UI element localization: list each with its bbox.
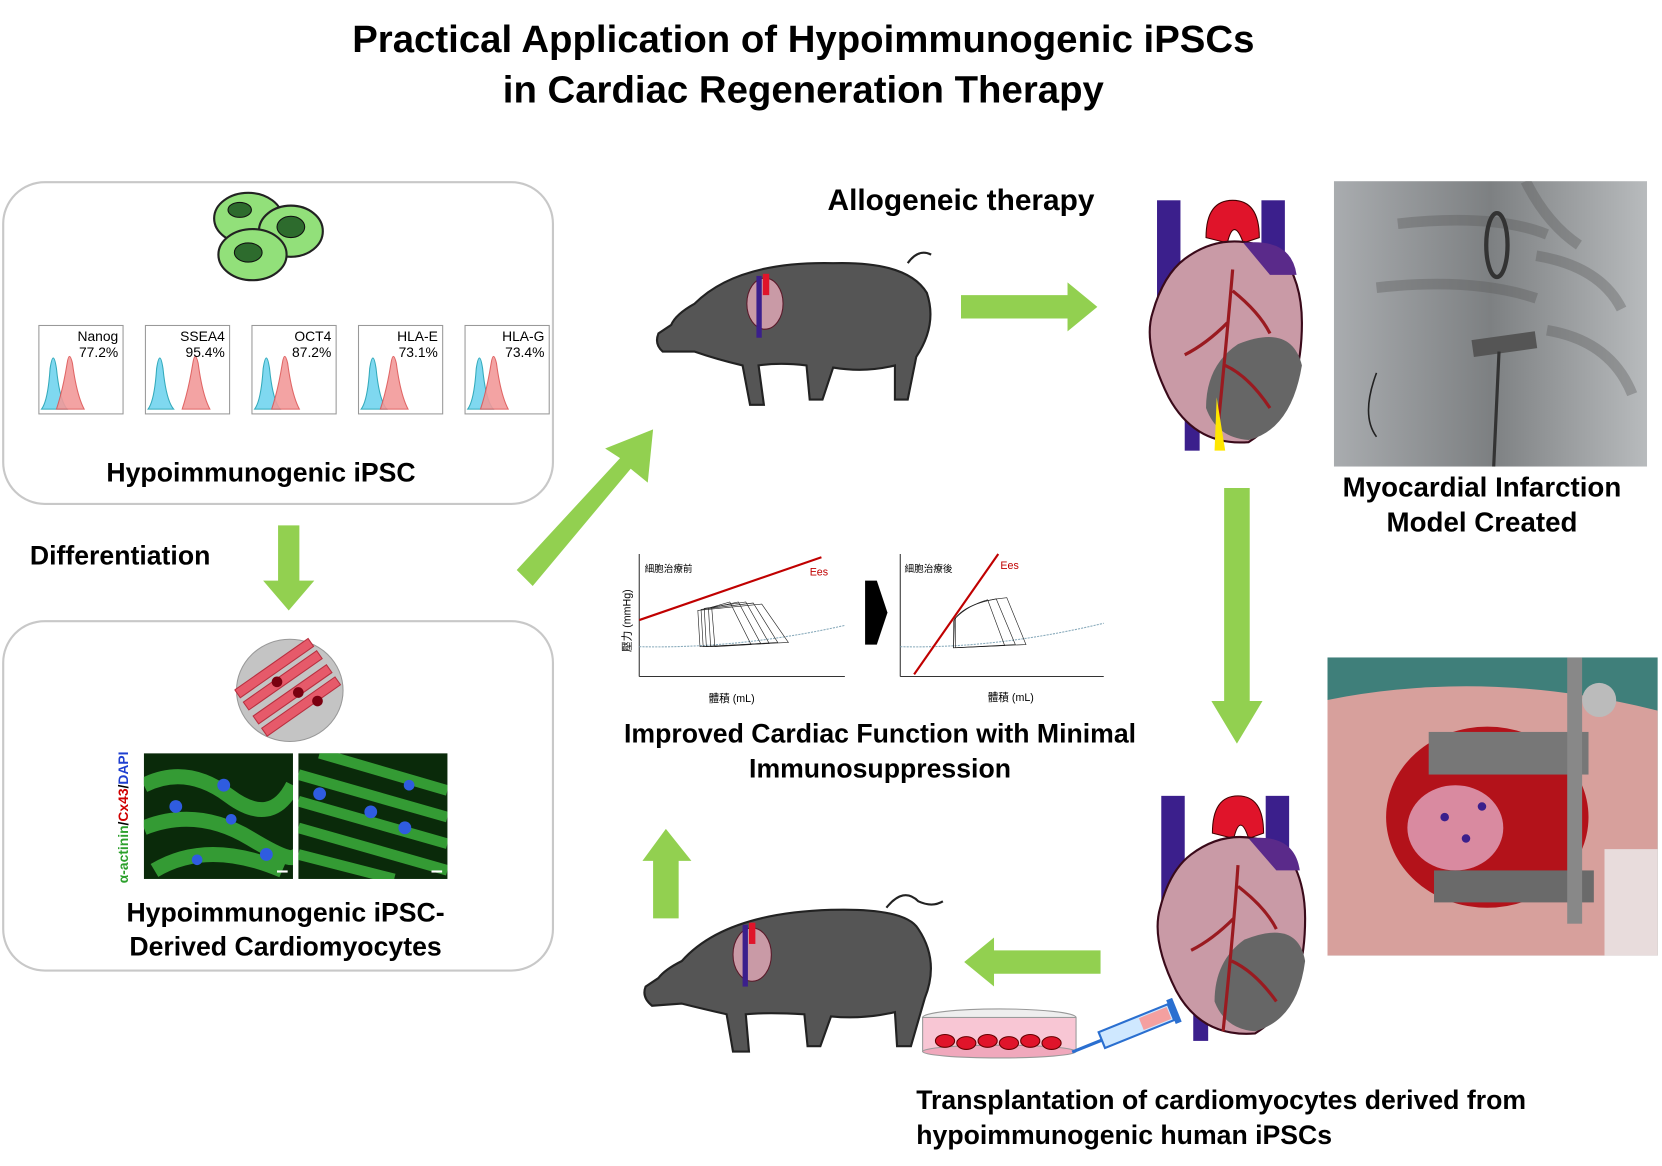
if-image-1: [143, 753, 293, 879]
pv-before-title: 細胞治療前: [644, 563, 693, 575]
flow-percent: 73.4%: [505, 344, 545, 361]
flow-marker: Nanog: [77, 328, 119, 345]
sarcomere-cell-icon: [234, 637, 344, 743]
mi-label-line-2: Model Created: [1386, 506, 1578, 539]
improved-label-line-2: Immunosuppression: [749, 754, 1011, 785]
transplant-label-line-1: Transplantation of cardiomyocytes derive…: [916, 1085, 1527, 1116]
histogram-curves: [253, 355, 301, 410]
cardiomyocyte-label-line-1: Hypoimmunogenic iPSC-: [126, 898, 445, 928]
histogram-curves: [360, 355, 409, 410]
arrow-up-icon: [642, 828, 692, 919]
improved-label-line-1: Improved Cardiac Function with Minimal: [623, 719, 1137, 749]
xray-angiogram-image: [1333, 181, 1648, 467]
flow-marker: HLA-E: [397, 328, 438, 345]
pv-after-title: 細胞治療後: [904, 563, 953, 575]
flow-marker: HLA-G: [502, 328, 545, 345]
pig-icon-2: [643, 894, 944, 1053]
pv-before-ees: Ees: [809, 566, 829, 579]
heart-infarct-icon-1: [1148, 199, 1303, 451]
pv-chart-before: [638, 554, 845, 678]
differentiation-label: Differentiation: [29, 541, 211, 572]
title-line-1: Practical Application of Hypoimmunogenic…: [352, 17, 1255, 61]
mi-label-line-1: Myocardial Infarction: [1342, 470, 1622, 503]
arrow-diagonal-icon: [516, 429, 654, 586]
stain-dapi: DAPI: [115, 751, 132, 785]
stain-actinin: α-actinin: [115, 825, 132, 884]
histogram-curves: [147, 355, 211, 410]
pv-ylabel: 壓力 (mmHg): [622, 589, 634, 653]
allogeneic-label: Allogeneic therapy: [827, 183, 1095, 217]
stain-legend: α-actinin/Cx43/DAPI: [115, 751, 141, 884]
surgery-photo: [1327, 657, 1658, 956]
transplant-label-line-2: hypoimmunogenic human iPSCs: [916, 1120, 1333, 1151]
if-image-2: [298, 753, 448, 879]
pv-after-xlabel: 體積 (mL): [987, 692, 1034, 705]
pv-ylabel-wrap: 壓力 (mmHg): [618, 589, 634, 716]
ipsc-cells-icon: [213, 191, 324, 282]
histogram-curves: [40, 355, 86, 410]
flow-percent: 77.2%: [78, 344, 119, 361]
stain-sep: /: [115, 821, 132, 826]
ipsc-label: Hypoimmunogenic iPSC: [106, 458, 416, 488]
arrow-down-right-icon: [1211, 487, 1263, 744]
flow-percent: 73.1%: [398, 344, 438, 361]
pv-chart-after: [899, 553, 1104, 678]
cell-dish-icon: [922, 997, 1182, 1059]
pig-icon-1: [655, 251, 932, 406]
arrow-right-icon: [960, 282, 1098, 332]
title-line-2: in Cardiac Regeneration Therapy: [502, 67, 1104, 111]
black-arrow-icon: [865, 580, 888, 645]
stain-cx43: Cx43: [115, 788, 132, 822]
cardiomyocyte-label-line-2: Derived Cardiomyocytes: [129, 932, 442, 963]
arrow-down-differentiation-icon: [263, 525, 315, 611]
flow-percent: 95.4%: [185, 344, 225, 361]
histogram-curves: [466, 355, 510, 410]
heart-infarct-icon-2: [1156, 795, 1307, 1041]
stain-sep: /: [115, 784, 132, 789]
syringe-icon: [1071, 997, 1182, 1054]
pv-after-ees: Ees: [1000, 560, 1019, 573]
pv-loop-charts: [638, 553, 1104, 678]
flow-marker: SSEA4: [180, 328, 225, 345]
flow-percent: 87.2%: [292, 344, 332, 361]
flow-marker: OCT4: [294, 328, 332, 345]
pv-before-xlabel: 體積 (mL): [708, 693, 755, 706]
arrow-left-icon: [964, 937, 1101, 987]
